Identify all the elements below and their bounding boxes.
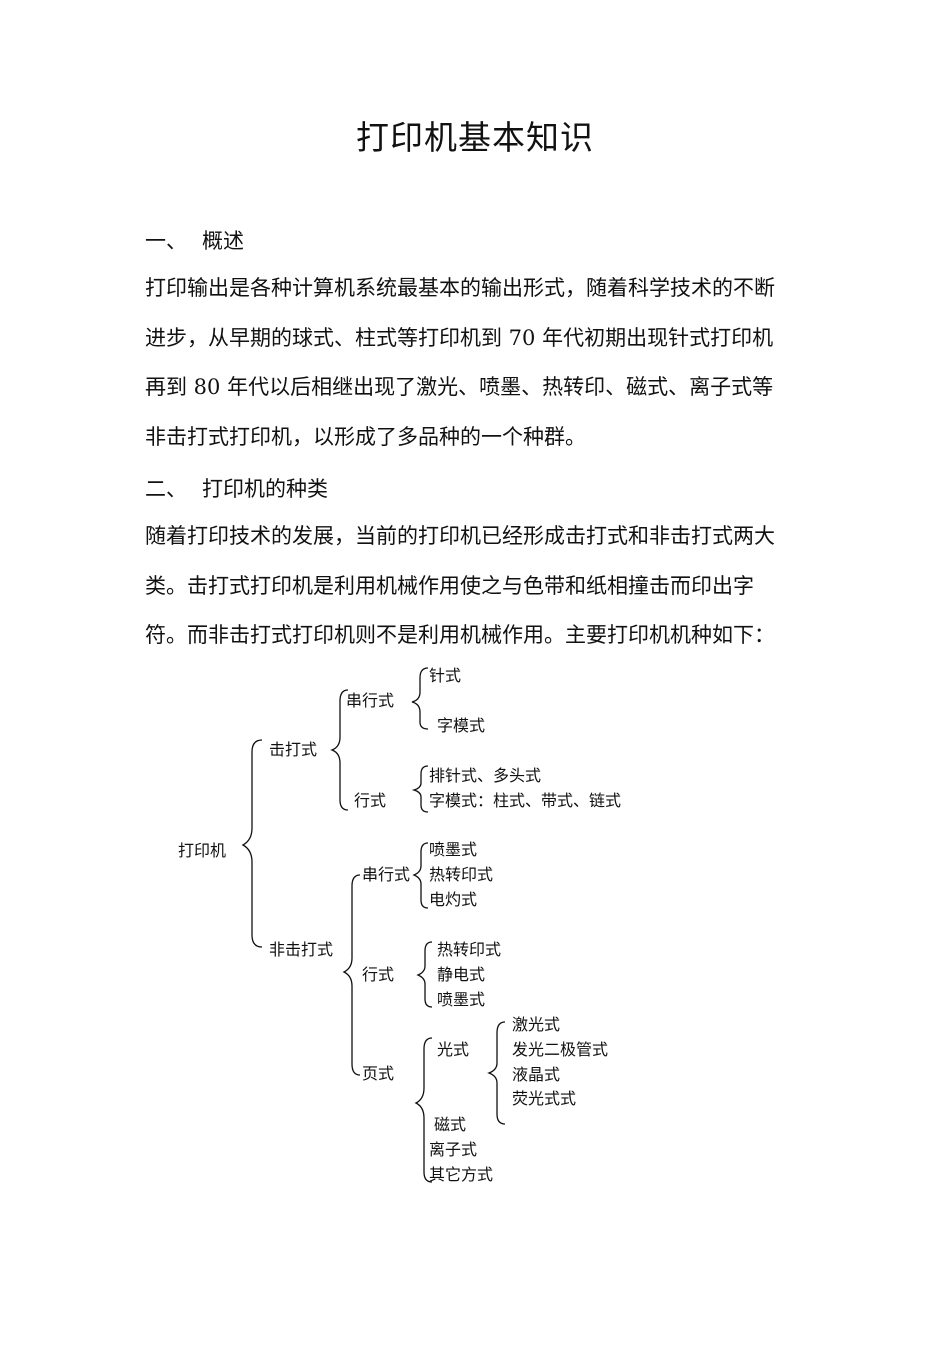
tree-leaf: 液晶式 <box>512 1065 560 1084</box>
section-heading-overview: 一、概述 <box>145 226 244 256</box>
paragraph-line: 非击打式打印机，以形成了多品种的一个种群。 <box>145 424 586 449</box>
bracket-nonimpact-line <box>416 941 433 1008</box>
overview-paragraph: 打印输出是各种计算机系统最基本的输出形式，随着科学技术的不断 进步，从早期的球式… <box>145 264 810 462</box>
page-title: 打印机基本知识 <box>356 118 594 157</box>
tree-root-label: 打印机 <box>178 841 226 860</box>
bracket-page <box>414 1037 433 1183</box>
bracket-nonimpact-serial <box>412 842 429 909</box>
tree-leaf: 静电式 <box>437 965 485 984</box>
section-heading-types: 二、打印机的种类 <box>145 474 328 504</box>
section-number: 一、 <box>145 229 187 253</box>
tree-leaf: 字模式 <box>437 716 485 735</box>
section-number: 二、 <box>145 477 187 501</box>
tree-leaf: 热转印式 <box>429 865 493 884</box>
tree-leaf: 喷墨式 <box>429 840 477 859</box>
tree-impact-label: 击打式 <box>269 740 317 759</box>
bracket-optical <box>487 1021 506 1125</box>
tree-leaf: 热转印式 <box>437 940 501 959</box>
tree-leaf: 发光二极管式 <box>512 1040 608 1059</box>
tree-optical-label: 光式 <box>437 1040 469 1059</box>
bracket-impact-serial <box>411 667 429 730</box>
tree-page-label: 页式 <box>362 1064 394 1083</box>
tree-leaf: 字模式：柱式、带式、链式 <box>429 791 621 810</box>
tree-nonimpact-line-label: 行式 <box>362 965 394 984</box>
tree-leaf: 荧光式式 <box>512 1089 576 1108</box>
bracket-nonimpact <box>342 874 361 1076</box>
bracket-impact-line <box>411 765 429 813</box>
section-title: 概述 <box>202 229 244 253</box>
paragraph-line: 进步，从早期的球式、柱式等打印机到 70 年代初期出现针式打印机 <box>145 325 774 350</box>
paragraph-line: 随着打印技术的发展，当前的打印机已经形成击打式和非击打式两大 <box>145 524 775 548</box>
tree-leaf: 喷墨式 <box>437 990 485 1009</box>
bracket-impact <box>330 689 349 811</box>
tree-impact-line-label: 行式 <box>354 791 386 810</box>
tree-leaf: 针式 <box>429 666 461 685</box>
tree-impact-serial-label: 串行式 <box>346 691 394 710</box>
paragraph-line: 再到 80 年代以后相继出现了激光、喷墨、热转印、磁式、离子式等 <box>145 375 774 399</box>
tree-leaf: 其它方式 <box>429 1165 493 1184</box>
tree-leaf: 磁式 <box>434 1115 466 1134</box>
tree-nonimpact-label: 非击打式 <box>269 940 333 959</box>
tree-leaf: 电灼式 <box>429 890 477 909</box>
tree-leaf: 离子式 <box>429 1140 477 1159</box>
bracket-root <box>241 739 263 948</box>
paragraph-line: 符。而非击打式打印机则不是利用机械作用。主要打印机机种如下： <box>145 623 775 647</box>
paragraph-line: 类。击打式打印机是利用机械作用使之与色带和纸相撞击而印出字 <box>145 573 754 598</box>
section-title: 打印机的种类 <box>202 477 328 501</box>
types-paragraph: 随着打印技术的发展，当前的打印机已经形成击打式和非击打式两大 类。击打式打印机是… <box>145 512 810 661</box>
tree-nonimpact-serial-label: 串行式 <box>362 865 410 884</box>
tree-leaf: 排针式、多头式 <box>429 766 541 785</box>
paragraph-line: 打印输出是各种计算机系统最基本的输出形式，随着科学技术的不断 <box>145 276 775 300</box>
tree-leaf: 激光式 <box>512 1015 560 1034</box>
